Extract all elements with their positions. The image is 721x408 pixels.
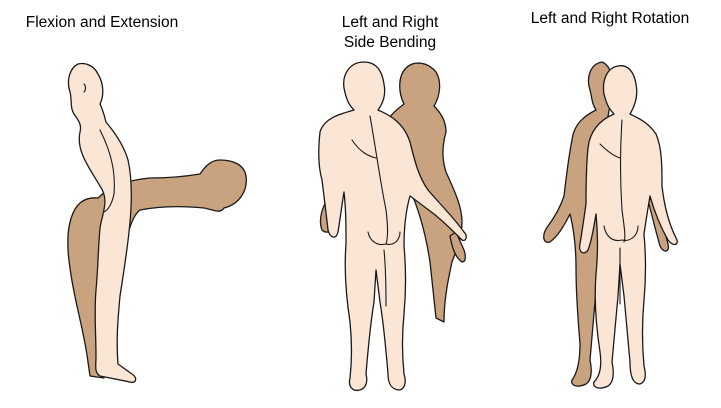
side-bending-buttocks-line [367, 231, 401, 246]
flexion-standing-figure [67, 62, 137, 384]
flexion-shadow-figure [67, 159, 247, 379]
caption-side-bending: Left and Right Side Bending [310, 13, 470, 53]
rotation-buttocks-line [603, 225, 639, 242]
rotation-light-figure [578, 65, 678, 389]
side-bending-shadow-hand [449, 231, 466, 263]
caption-side-bending-line1: Left and Right [341, 14, 439, 31]
rotation-shoulder-line [599, 143, 621, 159]
caption-flexion-extension: Flexion and Extension [25, 14, 179, 31]
flexion-ear-detail [83, 83, 87, 93]
caption-side-bending-line2: Side Bending [343, 34, 437, 51]
side-bending-shoulder-line [351, 139, 377, 159]
rotation-spine-line [619, 119, 626, 243]
side-bending-figure [318, 61, 467, 392]
side-bending-leg-line [383, 249, 387, 307]
side-bending-spine-line [369, 115, 389, 245]
flexion-arm [99, 129, 115, 213]
flexion-extension-figure [67, 62, 247, 384]
rotation-figure [543, 61, 678, 389]
caption-rotation: Left and Right Rotation [530, 10, 690, 27]
